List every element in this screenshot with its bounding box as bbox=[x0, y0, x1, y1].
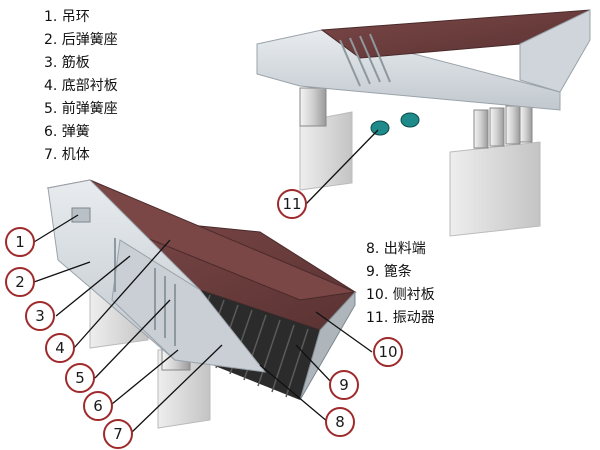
callout-number: 9 bbox=[339, 376, 349, 394]
callout-circle bbox=[325, 407, 355, 437]
callout-2: 2 bbox=[5, 267, 35, 297]
legend-item-5: 5. 前弹簧座 bbox=[44, 101, 118, 117]
legend-item-7: 7. 机体 bbox=[44, 147, 90, 163]
callout-circle bbox=[329, 370, 359, 400]
callout-8: 8 bbox=[325, 407, 355, 437]
callout-circle bbox=[65, 363, 95, 393]
callout-circle bbox=[5, 267, 35, 297]
callout-circle bbox=[103, 419, 133, 449]
callout-number: 7 bbox=[113, 425, 123, 443]
callout-3: 3 bbox=[25, 301, 55, 331]
callout-circle bbox=[83, 391, 113, 421]
vibrator-motor bbox=[370, 120, 390, 136]
callout-5: 5 bbox=[65, 363, 95, 393]
callout-7: 7 bbox=[103, 419, 133, 449]
callout-circle bbox=[5, 227, 35, 257]
legend-item-4: 4. 底部衬板 bbox=[44, 78, 118, 94]
legend-item-2: 2. 后弹簧座 bbox=[44, 32, 118, 48]
callout-10: 10 bbox=[373, 337, 403, 367]
callout-number: 3 bbox=[35, 307, 45, 325]
callout-9: 9 bbox=[329, 370, 359, 400]
callout-number: 10 bbox=[378, 343, 397, 361]
leader-lines bbox=[33, 129, 379, 433]
callout-11: 11 bbox=[277, 189, 307, 219]
callout-circle bbox=[373, 337, 403, 367]
callout-number: 11 bbox=[282, 195, 301, 213]
body-end bbox=[519, 9, 591, 93]
legend-left: 1. 吊环 2. 后弹簧座 3. 筋板 4. 底部衬板 5. 前弹簧座 6. 弹… bbox=[44, 6, 118, 167]
ribs bbox=[339, 33, 391, 87]
callout-number: 5 bbox=[75, 369, 85, 387]
callout-number: 1 bbox=[15, 233, 25, 251]
callout-number: 2 bbox=[15, 273, 25, 291]
ribs bbox=[114, 238, 176, 346]
callout-1: 1 bbox=[5, 227, 35, 257]
front-view-feeder bbox=[46, 179, 357, 429]
callout-number: 6 bbox=[93, 397, 103, 415]
legend-item-11: 11. 振动器 bbox=[366, 310, 435, 326]
callout-number: 4 bbox=[55, 339, 65, 357]
rear-view-feeder bbox=[256, 9, 591, 237]
legend-item-3: 3. 筋板 bbox=[44, 55, 90, 71]
legend-right: 8. 出料端 9. 篦条 10. 侧衬板 11. 振动器 bbox=[366, 238, 435, 330]
vibrator-motor bbox=[400, 112, 420, 128]
callout-circle bbox=[25, 301, 55, 331]
spring-group bbox=[299, 87, 533, 149]
legend-item-9: 9. 篦条 bbox=[366, 264, 412, 280]
callout-circle bbox=[45, 333, 75, 363]
pillar bbox=[449, 141, 541, 237]
legend-item-10: 10. 侧衬板 bbox=[366, 287, 435, 303]
legend-item-8: 8. 出料端 bbox=[366, 241, 426, 257]
legend-item-1: 1. 吊环 bbox=[44, 9, 90, 25]
callout-number: 8 bbox=[335, 413, 345, 431]
lifting-lug bbox=[71, 207, 91, 223]
legend-item-6: 6. 弹簧 bbox=[44, 124, 90, 140]
callout-circle bbox=[277, 189, 307, 219]
body-side-lower bbox=[111, 239, 267, 373]
callout-4: 4 bbox=[45, 333, 75, 363]
callout-6: 6 bbox=[83, 391, 113, 421]
discharge-end bbox=[299, 290, 356, 401]
